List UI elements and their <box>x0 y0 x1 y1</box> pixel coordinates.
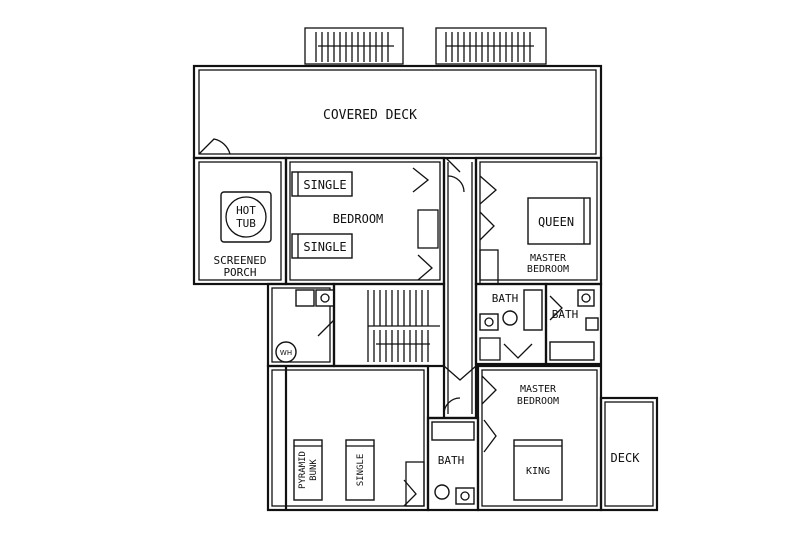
top-stairs-left <box>304 27 404 65</box>
label-master-top-2: BEDROOM <box>527 264 569 275</box>
label-hot-tub-1: HOT <box>236 204 256 217</box>
label-screened-1: SCREENED <box>214 254 267 267</box>
label-queen: QUEEN <box>538 215 574 229</box>
label-screened-2: PORCH <box>223 266 256 279</box>
master-bedroom-bottom <box>476 364 603 512</box>
bath-upper-left <box>474 282 548 366</box>
label-hot-tub-2: TUB <box>236 217 256 230</box>
label-master-bottom-1: MASTER <box>520 384 557 395</box>
label-pyramid-1: PYRAMID <box>298 451 308 489</box>
master-bedroom-top <box>474 156 603 286</box>
label-deck: DECK <box>611 451 641 465</box>
label-master-bottom-2: BEDROOM <box>517 396 559 407</box>
label-bath-upper-left: BATH <box>492 292 519 305</box>
label-bath-upper-right: BATH <box>552 308 579 321</box>
bedroom-lower-left <box>266 364 430 512</box>
label-single-vertical: SINGLE <box>356 454 366 487</box>
label-bath-lower: BATH <box>438 454 465 467</box>
top-stairs-right <box>435 27 547 65</box>
label-king: KING <box>526 466 550 477</box>
label-single-top: SINGLE <box>303 178 346 192</box>
label-water-heater: WH <box>280 349 292 357</box>
central-stairs <box>332 282 446 368</box>
utility-area <box>266 282 336 368</box>
label-bedroom: BEDROOM <box>333 212 384 226</box>
hallway <box>442 158 478 418</box>
label-single-bottom: SINGLE <box>303 240 346 254</box>
hot-tub <box>220 191 272 243</box>
label-master-top-1: MASTER <box>530 253 567 264</box>
label-covered-deck: COVERED DECK <box>323 108 417 123</box>
label-pyramid-2: BUNK <box>309 459 319 481</box>
deck-lower-right <box>599 396 659 512</box>
bath-upper-right <box>544 282 603 366</box>
